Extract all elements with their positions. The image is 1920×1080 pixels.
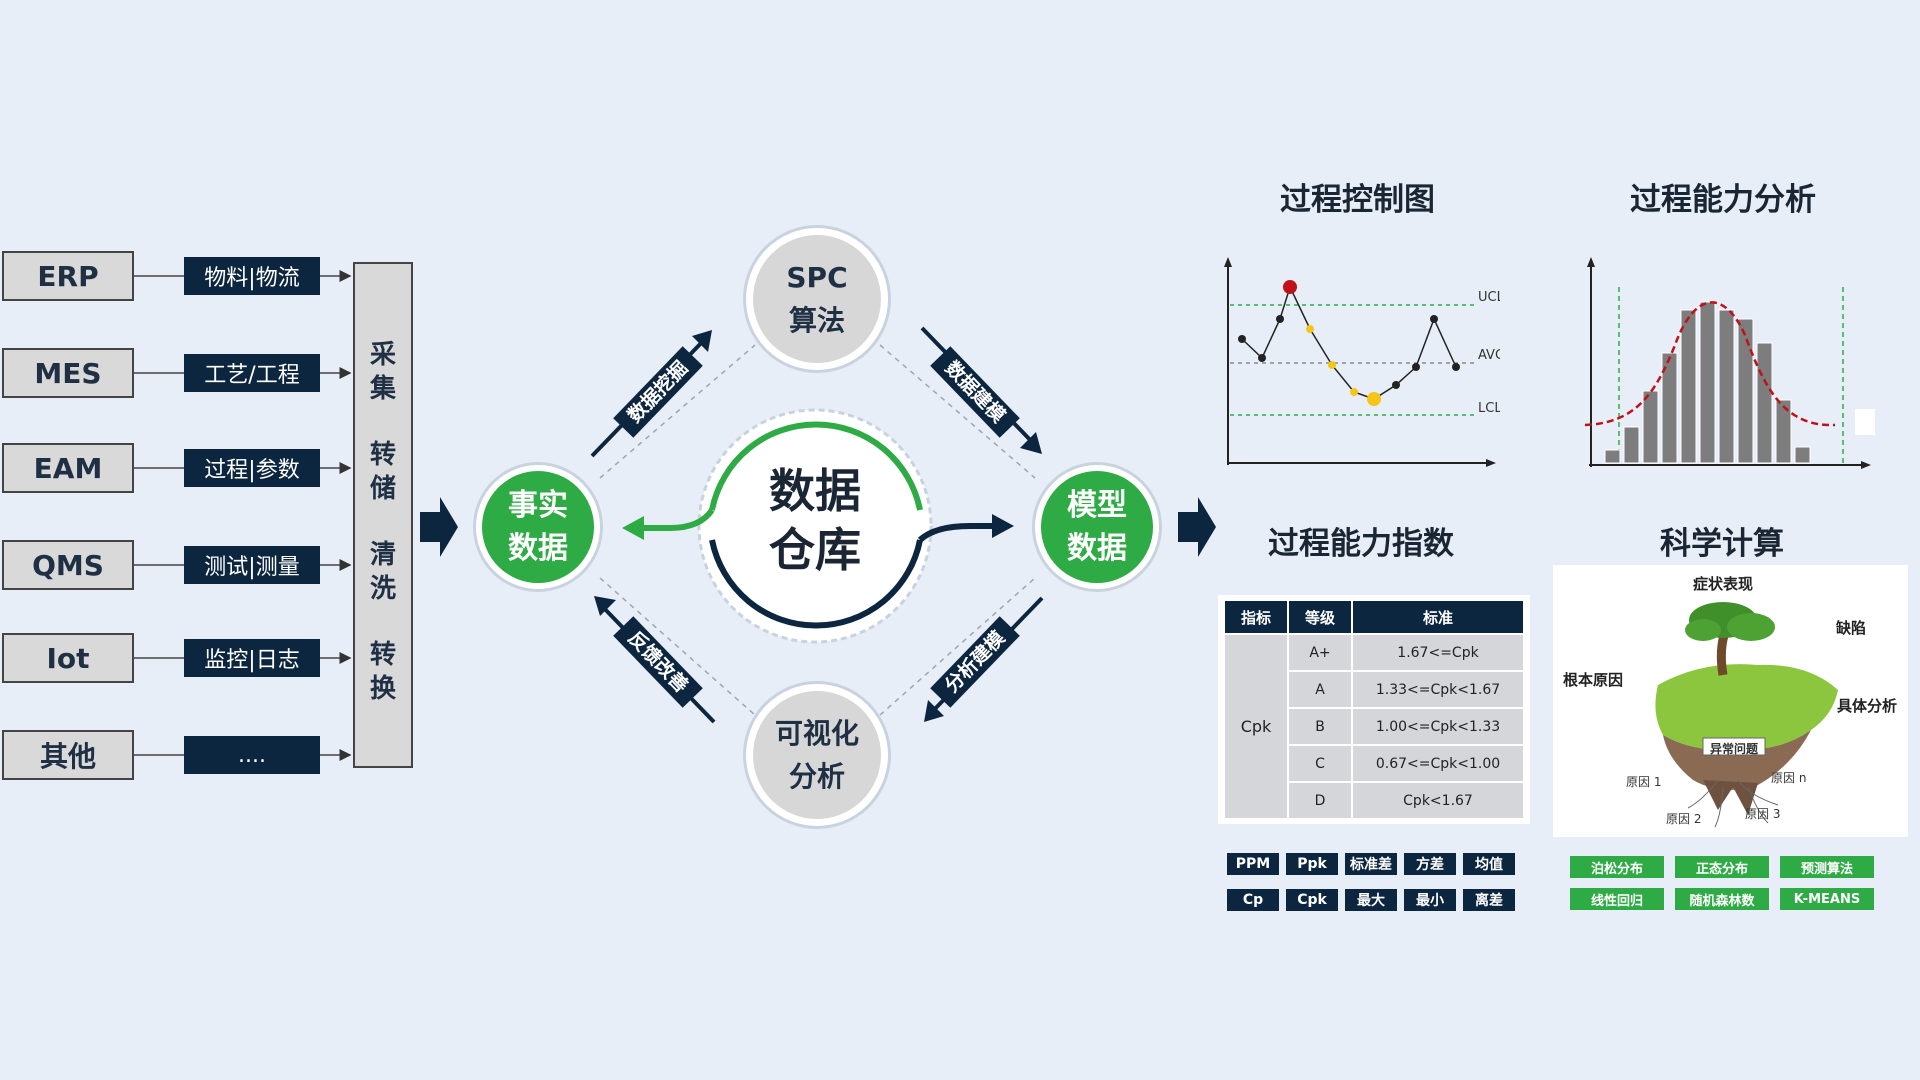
process-char: 转 [369, 440, 396, 470]
model-line-2: 数据 [1067, 531, 1127, 566]
category-monitor: 监控|日志 [184, 639, 320, 677]
tree-root-label: 根本原因 [1563, 671, 1624, 689]
title-capability-index: 过程能力指数 [1268, 526, 1454, 562]
grade-cell: A+ [1287, 633, 1353, 672]
fact-line-2: 数据 [508, 531, 568, 566]
standard-cell: 1.33<=Cpk<1.67 [1351, 670, 1525, 709]
category-params: 过程|参数 [184, 449, 320, 487]
arrow-to-fact-icon [420, 497, 458, 557]
out-of-control-point [1283, 280, 1297, 294]
grade-cell: D [1287, 781, 1353, 820]
source-other: 其他 [2, 730, 134, 780]
center-title: 数据 仓库 [745, 462, 885, 580]
process-char: 集 [369, 374, 396, 404]
vis-line-1: 可视化 [774, 716, 859, 750]
category-test: 测试|测量 [184, 546, 320, 584]
avg-label: AVG [1478, 348, 1500, 363]
th-grade: 等级 [1287, 599, 1353, 635]
spc-line-1: SPC [786, 260, 848, 294]
metric-tag: 最小 [1404, 889, 1456, 911]
lcl-label: LCL [1478, 401, 1500, 416]
arrow-to-results-icon [1178, 497, 1216, 557]
process-char: 洗 [369, 574, 396, 604]
cpk-row-label: Cpk [1223, 633, 1289, 820]
tree-causen-label: 原因 n [1771, 771, 1807, 785]
fact-line-1: 事实 [508, 487, 568, 523]
source-mes: MES [2, 348, 134, 398]
ucl-label: UCL [1478, 290, 1500, 305]
center-line-1: 数据 [769, 464, 861, 518]
tree-defect-label: 缺陷 [1836, 619, 1867, 637]
process-char: 清 [369, 540, 396, 570]
model-line-1: 模型 [1067, 487, 1127, 523]
grade-cell: B [1287, 707, 1353, 746]
source-qms: QMS [2, 540, 134, 590]
title-science: 科学计算 [1660, 526, 1784, 562]
category-process-eng: 工艺/工程 [184, 354, 320, 392]
standard-cell: 1.00<=Cpk<1.33 [1351, 707, 1525, 746]
control-chart: UCL AVG LCL [1224, 257, 1500, 467]
th-index: 指标 [1223, 599, 1289, 635]
process-char: 储 [369, 474, 396, 504]
etl-process-box: 采 集 转 储 清 洗 转 换 [353, 262, 413, 768]
center-navy-arc [709, 539, 923, 629]
metric-tag: 最大 [1345, 889, 1397, 911]
tree-top-label: 症状表现 [1693, 575, 1754, 593]
source-eam: EAM [2, 443, 134, 493]
fact-data-node: 事实 数据 [476, 465, 600, 589]
tree-specific-label: 具体分析 [1837, 697, 1898, 715]
metric-tag: Ppk [1286, 853, 1338, 875]
metric-tag: Cpk [1286, 889, 1338, 911]
algo-tag: 预测算法 [1780, 856, 1874, 878]
issue-tree-illustration [1655, 602, 1838, 828]
process-char: 换 [369, 674, 396, 704]
algo-tag: 线性回归 [1570, 888, 1664, 910]
process-char: 采 [369, 340, 396, 370]
algo-tag: 随机森林数 [1675, 888, 1769, 910]
tree-cause3-label: 原因 3 [1745, 807, 1781, 821]
vis-line-2: 分析 [788, 760, 845, 793]
navy-arrow-icon [992, 514, 1014, 538]
metric-tag: Cp [1227, 889, 1279, 911]
category-material: 物料|物流 [184, 257, 320, 295]
category-more: .... [184, 736, 320, 774]
normal-curve [1584, 301, 1836, 427]
grade-cell: A [1287, 670, 1353, 709]
model-data-node: 模型 数据 [1035, 465, 1159, 589]
metric-tag: PPM [1227, 853, 1279, 875]
green-arrow-icon [622, 516, 644, 540]
standard-cell: Cpk<1.67 [1351, 781, 1525, 820]
process-char: 转 [369, 640, 396, 670]
tree-issue-label: 异常问题 [1710, 742, 1759, 756]
center-line-2: 仓库 [769, 522, 861, 577]
spc-node: SPC 算法 [746, 228, 888, 370]
tree-cause2-label: 原因 2 [1666, 812, 1702, 826]
algo-tag: 正态分布 [1675, 856, 1769, 878]
metric-tag: 离差 [1463, 889, 1515, 911]
grade-cell: C [1287, 744, 1353, 783]
title-capability: 过程能力分析 [1630, 182, 1816, 218]
spc-line-2: 算法 [788, 304, 845, 337]
metric-tag: 方差 [1404, 853, 1456, 875]
title-control-chart: 过程控制图 [1280, 182, 1435, 218]
algo-tag: 泊松分布 [1570, 856, 1664, 878]
visual-node: 可视化 分析 [746, 684, 888, 826]
tree-cause1-label: 原因 1 [1626, 775, 1662, 789]
capability-histogram [1584, 257, 1875, 469]
source-erp: ERP [2, 251, 134, 301]
metric-tag: 标准差 [1345, 853, 1397, 875]
science-panel: 症状表现 缺陷 根本原因 具体分析 异常问题 原因 1 原因 n 原因 2 原因… [1553, 565, 1908, 837]
source-iot: Iot [2, 633, 134, 683]
metric-tag: 均值 [1463, 853, 1515, 875]
center-green-arc [709, 421, 923, 511]
standard-cell: 1.67<=Cpk [1351, 633, 1525, 672]
standard-cell: 0.67<=Cpk<1.00 [1351, 744, 1525, 783]
algo-tag: K-MEANS [1780, 888, 1874, 910]
th-standard: 标准 [1351, 599, 1525, 635]
